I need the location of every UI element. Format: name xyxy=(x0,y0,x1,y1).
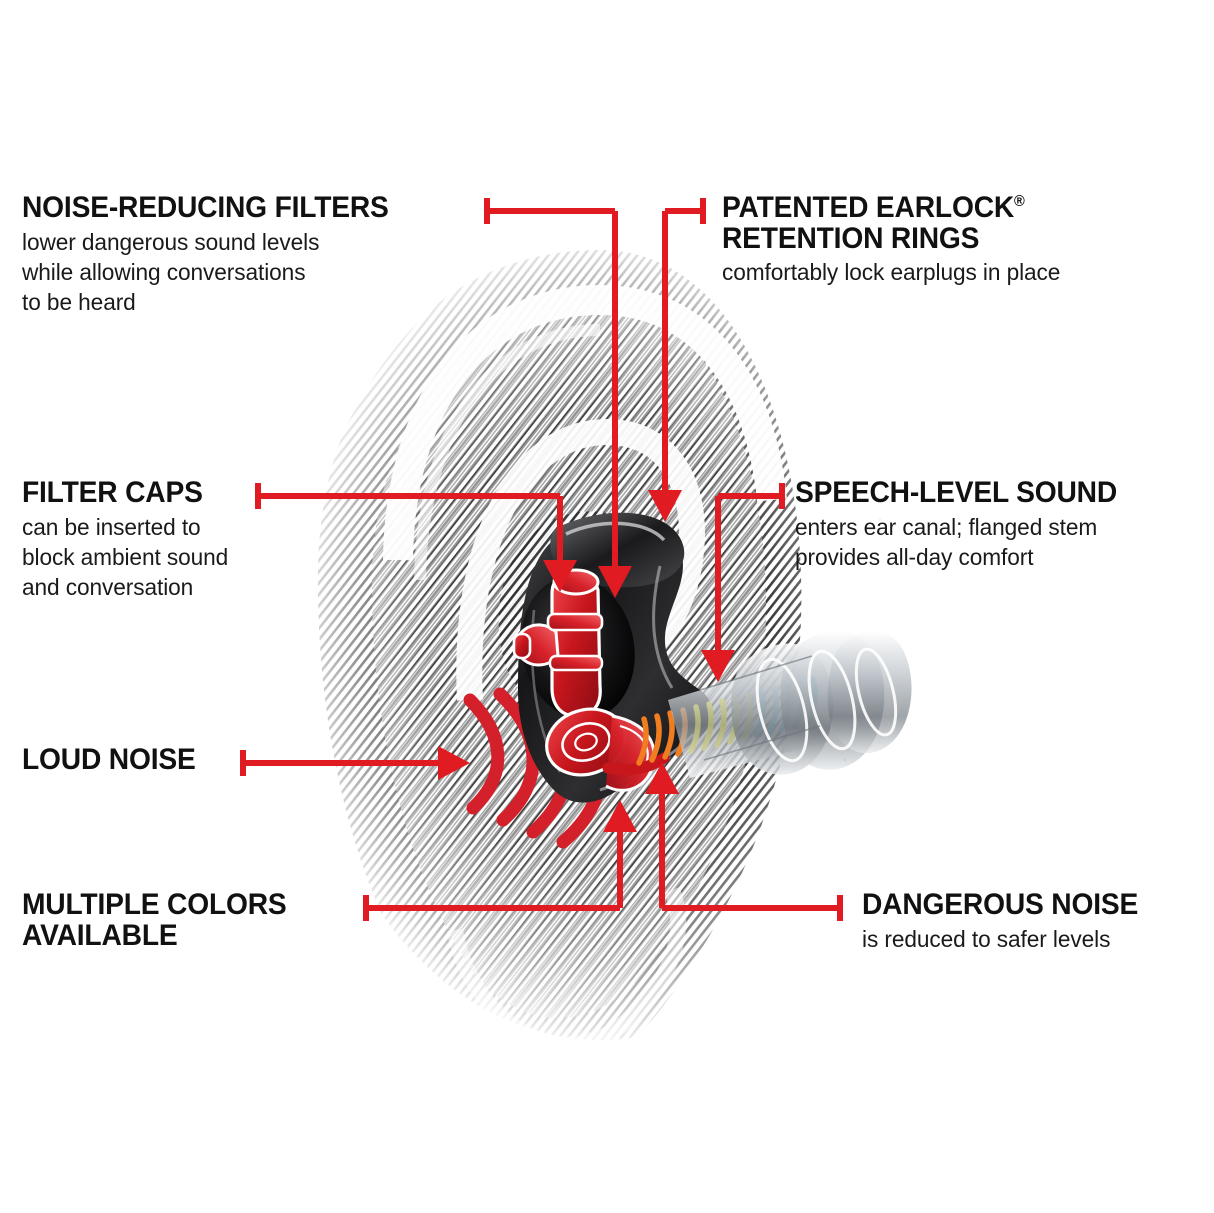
callout-filter-caps: FILTER CAPS can be inserted to block amb… xyxy=(22,476,236,603)
callout-body: enters ear canal; flanged stem provides … xyxy=(795,513,1098,570)
callout-body: lower dangerous sound levels while allow… xyxy=(22,228,320,316)
callout-loud-noise: LOUD NOISE xyxy=(22,743,207,776)
callout-heading: NOISE-REDUCING FILTERS xyxy=(22,191,389,224)
earplug-body xyxy=(518,512,713,803)
registered-trademark-icon: ® xyxy=(1014,193,1025,210)
leader-noise-reducing-filters xyxy=(484,198,632,598)
callout-heading-line-2: RETENTION RINGS xyxy=(722,221,980,255)
flanged-stem xyxy=(668,631,912,778)
ear-sketch xyxy=(298,250,882,1077)
sound-wave-spectrum xyxy=(636,676,818,766)
callout-heading-line-1: MULTIPLE COLORS xyxy=(22,888,287,921)
callout-body: can be inserted to block ambient sound a… xyxy=(22,513,229,601)
leader-patented-earlock xyxy=(648,198,706,522)
callout-body: comfortably lock earplugs in place xyxy=(722,259,1061,286)
leader-filter-caps xyxy=(255,483,577,592)
callout-heading: LOUD NOISE xyxy=(22,743,196,776)
callout-speech-level-sound: SPEECH-LEVEL SOUND enters ear canal; fla… xyxy=(795,476,1138,572)
leader-loud-noise xyxy=(240,746,470,780)
callout-multiple-colors-available: MULTIPLE COLORS AVAILABLE xyxy=(22,888,303,952)
leader-speech-level-sound xyxy=(701,483,785,682)
noise-reducing-filter xyxy=(512,568,670,792)
leader-multiple-colors xyxy=(363,800,637,921)
callout-dangerous-noise: DANGEROUS NOISE is reduced to safer leve… xyxy=(862,888,1156,954)
callout-patented-earlock-retention-rings: PATENTED EARLOCK® RETENTION RINGS comfor… xyxy=(722,191,1073,288)
callout-noise-reducing-filters: NOISE-REDUCING FILTERS lower dangerous s… xyxy=(22,191,412,318)
callout-heading: DANGEROUS NOISE xyxy=(862,888,1139,921)
callout-heading: SPEECH-LEVEL SOUND xyxy=(795,476,1118,509)
callout-heading-line-1: PATENTED EARLOCK® xyxy=(722,191,1025,224)
callout-heading: FILTER CAPS xyxy=(22,476,203,509)
callout-body: is reduced to safer levels xyxy=(862,925,1111,952)
callout-heading-line-2: AVAILABLE xyxy=(22,918,178,952)
loud-noise-waves xyxy=(463,677,609,849)
leader-dangerous-noise xyxy=(645,762,843,921)
